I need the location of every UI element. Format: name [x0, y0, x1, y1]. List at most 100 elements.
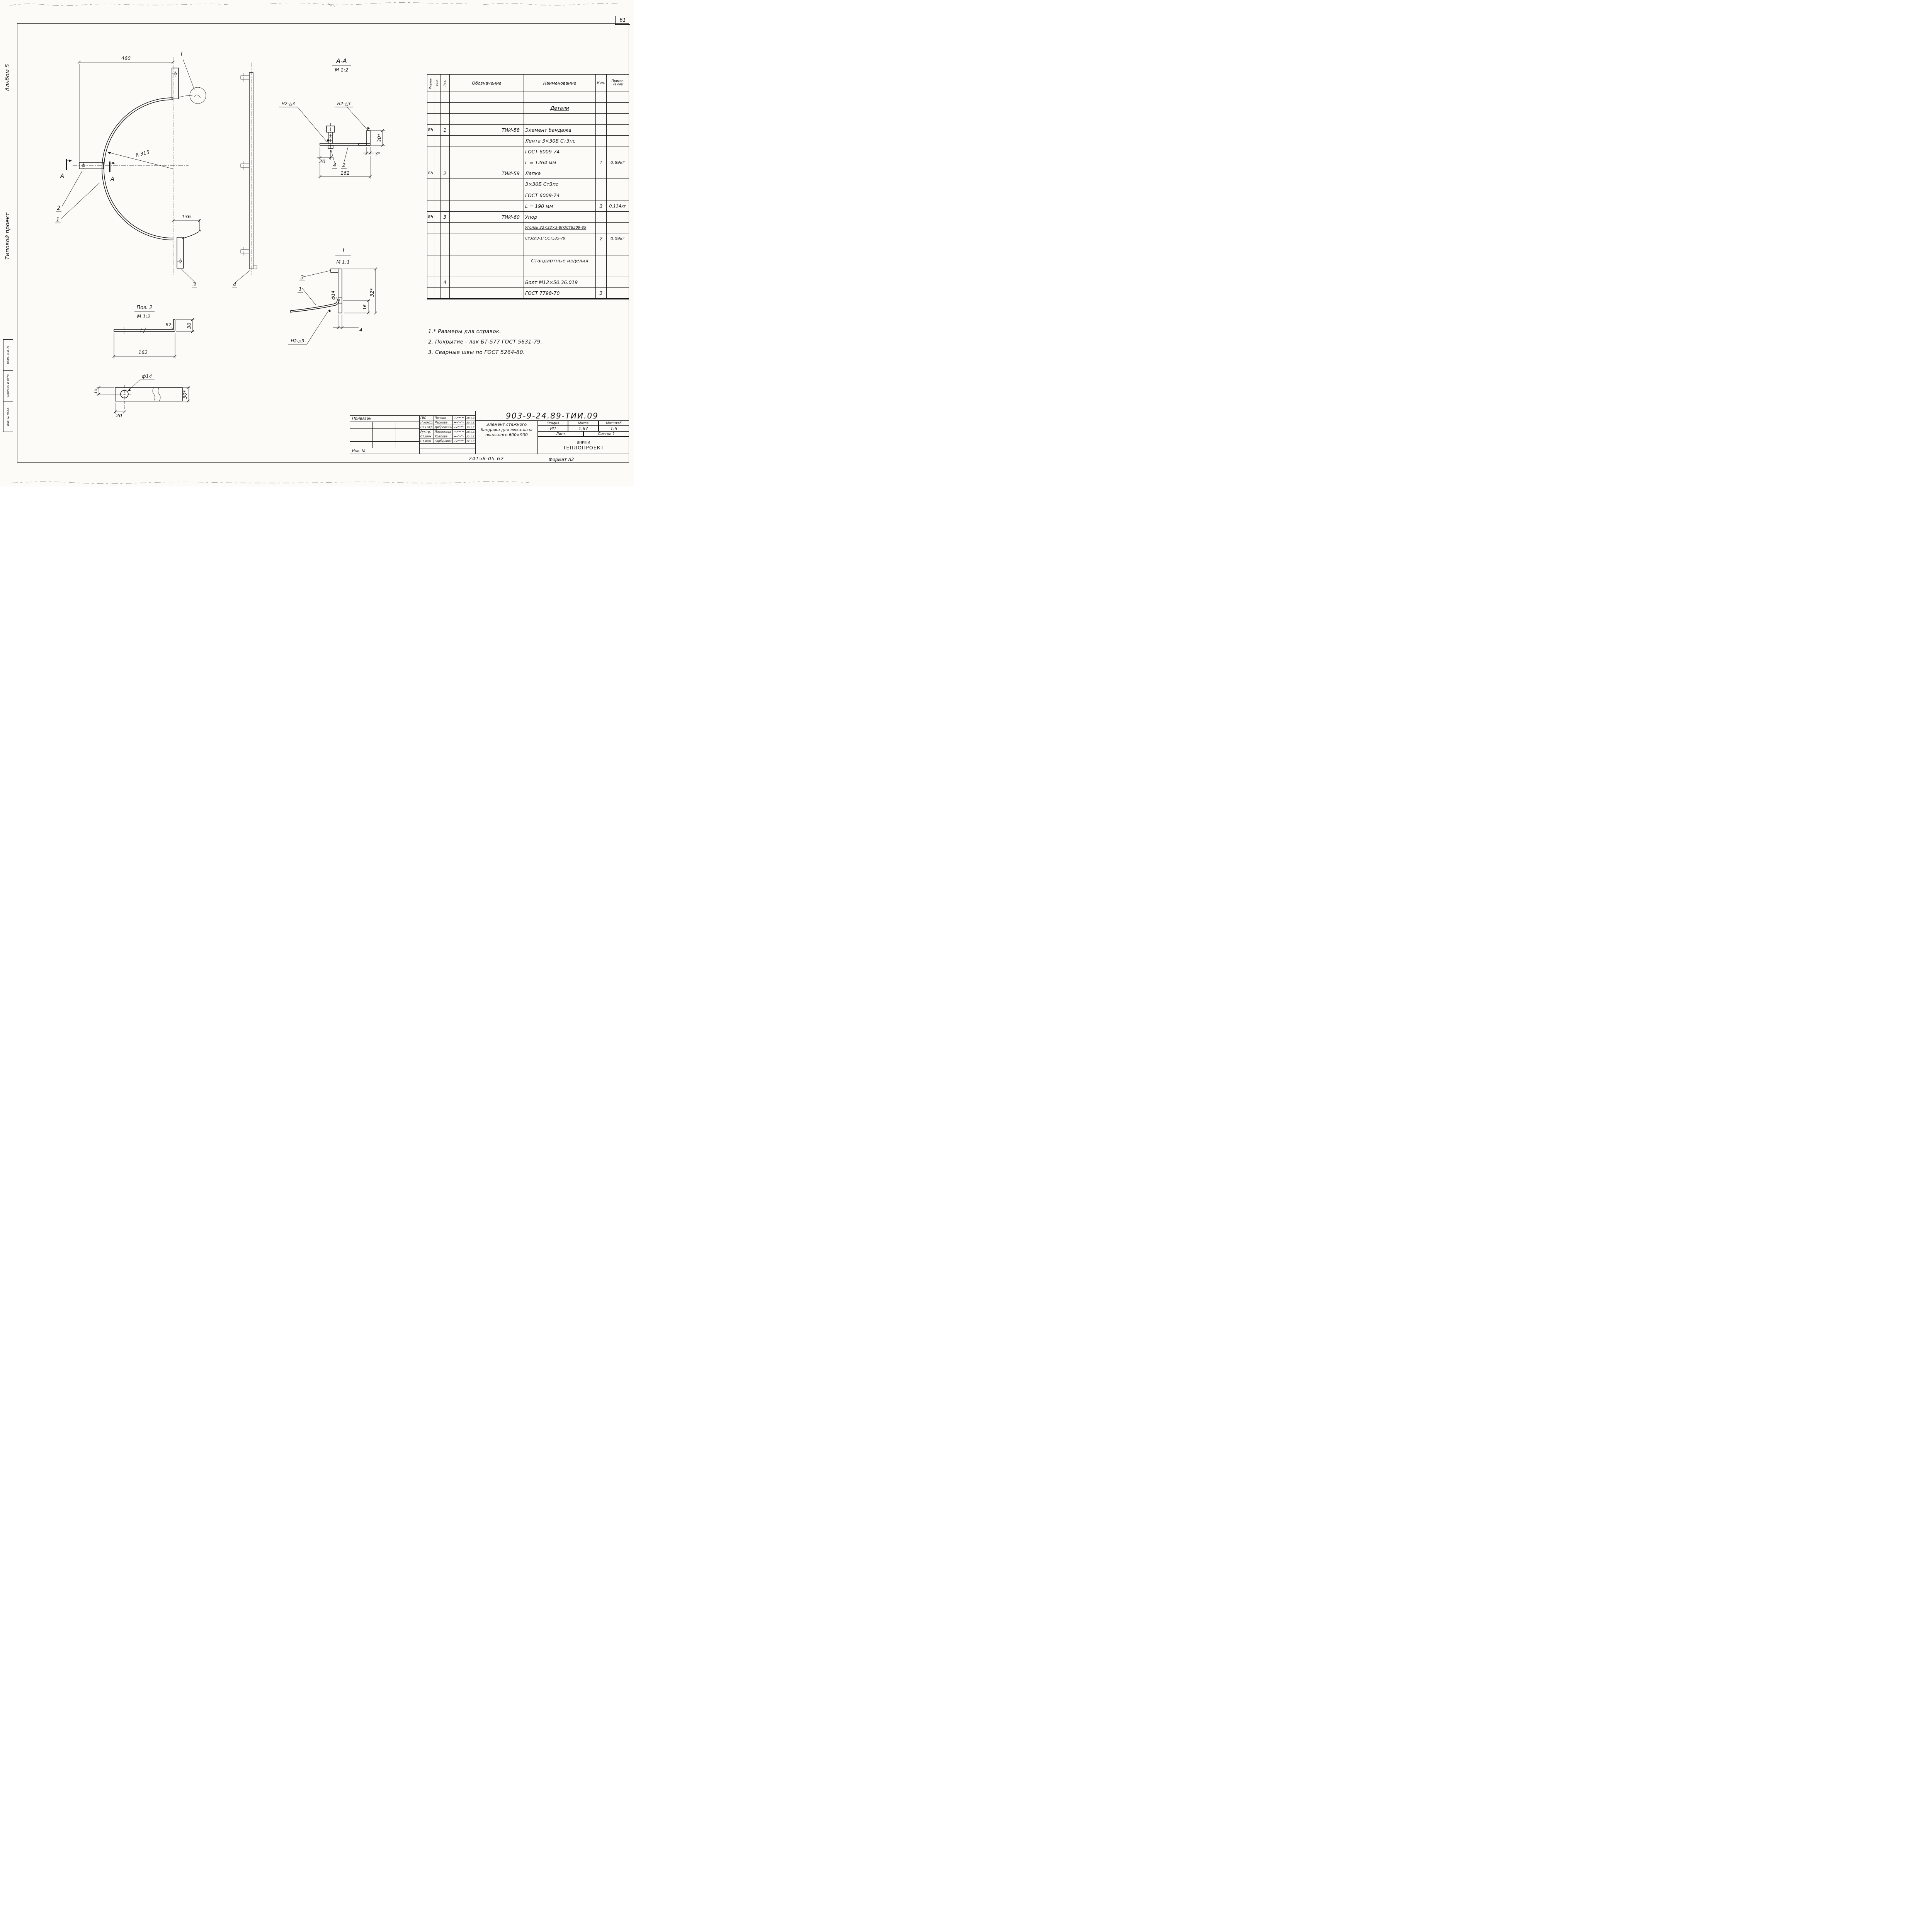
signature-block: ГИП Попова 30.1.87 Н.контр. Чернова 30.1…: [419, 415, 475, 454]
dim-30-label: 30*: [376, 134, 382, 142]
spec-row: [427, 114, 629, 125]
spec-row: БЧ 2 ТИИ-59 Лапка: [427, 168, 629, 179]
signature-name: Горбушина: [434, 439, 453, 443]
signature-row: Н.контр. Чернова 30.1.87: [420, 420, 475, 425]
sheet-number-box: 61: [615, 16, 630, 25]
spec-cell-pos: [440, 266, 450, 277]
spec-cell-qty: [596, 277, 607, 288]
section-letter-left: А: [60, 173, 64, 179]
signature-date: 22.1.87: [466, 435, 475, 438]
spec-cell-name: ГОСТ 6009-74: [524, 146, 596, 157]
hole-dim-30: 30*: [182, 390, 188, 399]
spec-cell-format: [427, 233, 434, 244]
spec-cell-format: [427, 190, 434, 201]
spec-cell-pos: 4: [440, 277, 450, 288]
inventory-number-label: Инв. №: [352, 449, 366, 453]
spec-cell-qty: [596, 190, 607, 201]
spec-cell-designation: [450, 277, 524, 288]
signature-date: 22.1.87: [466, 439, 475, 443]
spec-cell-note: [607, 244, 629, 255]
hole-dim-15: 15: [93, 388, 98, 394]
spec-cell-name: Лапка: [524, 168, 596, 179]
spec-cell-note: [607, 92, 629, 102]
spec-cell-designation: [450, 157, 524, 168]
org-line-2: ТЕПЛОПРОЕКТ: [563, 444, 604, 451]
stamp-box-inv: Инв. № подл.: [3, 401, 13, 432]
section-aa-title: А-А: [336, 57, 347, 65]
spec-cell-name: Стандартные изделия: [524, 255, 596, 266]
drawing-sheet: 460 I R 315 А А 2 1: [0, 0, 634, 486]
spec-cell-note: 0,134кг: [609, 203, 626, 209]
signature-name: Дибровенко: [435, 425, 453, 429]
spec-cell-note: [607, 114, 629, 124]
spec-cell-note: [607, 277, 629, 287]
spec-cell-designation: [450, 190, 524, 201]
spec-cell-pos: [440, 157, 450, 168]
spec-cell-format: [427, 157, 434, 168]
spec-cell-format: [427, 146, 434, 157]
doc-number: 903-9-24.89-ТИИ.09: [475, 411, 629, 421]
signature-scribble: [453, 420, 466, 425]
stage-value: РП: [538, 426, 568, 431]
spec-cell-designation: [450, 146, 524, 157]
stamp-label: Инв. № подл.: [7, 407, 10, 426]
pos-3-label: 3: [192, 282, 196, 288]
spec-cell-name: [524, 266, 596, 277]
spec-cell-pos: [440, 244, 450, 255]
pos2-dim-30: 30: [186, 323, 192, 329]
spec-cell-format: БЧ: [427, 211, 434, 223]
spec-cell-name: Болт М12×50.36.019: [524, 277, 596, 288]
pos-4-leader: 4: [333, 163, 336, 168]
detail-i-title: I: [343, 247, 344, 253]
dim-136-label: 136: [182, 214, 191, 219]
attached-label: Привязан: [350, 416, 419, 422]
section-aa-scale: М 1:2: [335, 67, 349, 73]
spec-cell-qty: [596, 103, 607, 114]
spec-cell-designation: ТИИ-58: [450, 124, 524, 135]
spec-cell-note: [607, 190, 629, 201]
signature-name: Храпова: [434, 434, 453, 439]
spec-cell-note: [607, 136, 629, 146]
signature-name: Попова: [434, 416, 453, 420]
spec-cell-pos: [440, 288, 450, 299]
spec-cell-pos: [440, 135, 450, 146]
spec-cell-name: 3×30Б Ст3пс: [524, 179, 596, 190]
signature-filler-row: [420, 444, 475, 449]
signature-date: 30.1.87: [466, 421, 475, 424]
spec-cell-note: [607, 103, 629, 113]
signature-row: Нач.отд. Дибровенко 30.1.87: [420, 425, 475, 430]
spec-cell-zone: [434, 223, 440, 233]
signature-row: Рук.гр. Лисенкова 30.1.87: [420, 430, 475, 434]
dim-162-label: 162: [340, 170, 350, 176]
spec-cell-note: [607, 168, 629, 179]
pos2-dim-162: 162: [138, 349, 148, 355]
spec-cell-name: L = 1264 мм: [524, 157, 596, 168]
spec-cell-zone: [434, 266, 440, 277]
dim-20-label: 20: [319, 158, 325, 164]
spec-cell-format: БЧ: [427, 168, 434, 179]
detail-pos-1: 1: [298, 286, 302, 293]
spec-cell-name: L = 190 мм: [524, 201, 596, 211]
spec-row: Стандартные изделия: [427, 255, 629, 266]
pos2-scale: М 1:2: [137, 313, 151, 319]
detail-i-view: I М 1:1 ф14 16: [288, 247, 378, 345]
spec-cell-qty: [596, 124, 607, 135]
doc-code-note: 24158-05 62: [469, 456, 504, 461]
spec-cell-note: [607, 125, 629, 135]
stamp-label: Подпись и дата: [7, 374, 10, 397]
spec-cell-format: [427, 266, 434, 277]
detail-i-dia-label: ф14: [331, 291, 336, 299]
spec-row: Ст3сп3-1ГОСТ535-79 2 0,09кг: [427, 233, 629, 245]
signature-role: Н.контр.: [420, 420, 434, 425]
spec-cell-qty: [596, 114, 607, 124]
pos2-r2-label: R2: [166, 322, 172, 327]
spec-cell-pos: [440, 233, 450, 244]
stamp-label: Взам. инв. №: [7, 345, 10, 364]
spec-cell-designation: [450, 223, 524, 233]
pos-2-label: 2: [57, 205, 60, 211]
spec-cell-pos: [440, 190, 450, 201]
spec-cell-format: [427, 179, 434, 190]
spec-cell-pos: 3: [440, 211, 450, 223]
spec-header-name: Наименование: [524, 75, 596, 92]
spec-cell-format: БЧ: [427, 124, 434, 135]
